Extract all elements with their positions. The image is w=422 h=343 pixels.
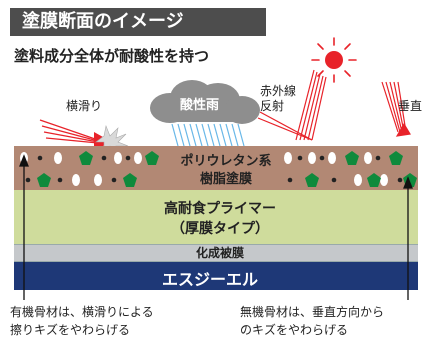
primer-label-line1: 高耐食プライマー bbox=[164, 201, 276, 217]
infrared-label-line2: 反射 bbox=[260, 99, 285, 113]
rain-icon bbox=[171, 123, 245, 147]
base-steel-layer bbox=[14, 262, 418, 290]
title-bar bbox=[10, 8, 266, 36]
chemical-conversion-layer bbox=[14, 244, 418, 262]
polyurethane-label-line1: ポリウレタン系 bbox=[180, 154, 272, 169]
primer-layer bbox=[14, 190, 418, 244]
vertical-label: 垂直 bbox=[398, 99, 422, 113]
cloud-icon bbox=[150, 80, 260, 124]
side-slip-label: 横滑り bbox=[66, 99, 103, 113]
base-layer-label: エスジーエル bbox=[162, 270, 259, 289]
right-pointer-arrow bbox=[403, 176, 413, 300]
infrared-rays-icon bbox=[257, 69, 327, 141]
inorganic-aggregate-icons bbox=[37, 151, 417, 187]
subtitle: 塗料成分全体が耐酸性を持つ bbox=[14, 47, 210, 65]
polyurethane-label-line2: 樹脂塗膜 bbox=[199, 172, 252, 187]
sun-icon bbox=[311, 37, 357, 83]
page-title: 塗膜断面のイメージ bbox=[22, 11, 184, 32]
inorganic-note-line2: のキズをやわらげる bbox=[240, 323, 349, 337]
organic-note-line1: 有機骨材は、横滑りによる bbox=[10, 305, 154, 319]
inorganic-note-line1: 無機骨材は、垂直方向から bbox=[240, 305, 385, 319]
infrared-label-line1: 赤外線 bbox=[260, 84, 297, 98]
vertical-impact-icon bbox=[381, 81, 411, 137]
dot-icons bbox=[25, 155, 403, 183]
acid-rain-label: 酸性雨 bbox=[180, 98, 220, 113]
aggregates-svg bbox=[20, 151, 417, 187]
chemical-layer-label: 化成被膜 bbox=[195, 246, 244, 260]
organic-note-line2: 擦りキズをやわらげる bbox=[10, 323, 131, 337]
left-pointer-arrow bbox=[19, 154, 29, 300]
primer-label-line2: （厚膜タイプ） bbox=[171, 221, 269, 237]
